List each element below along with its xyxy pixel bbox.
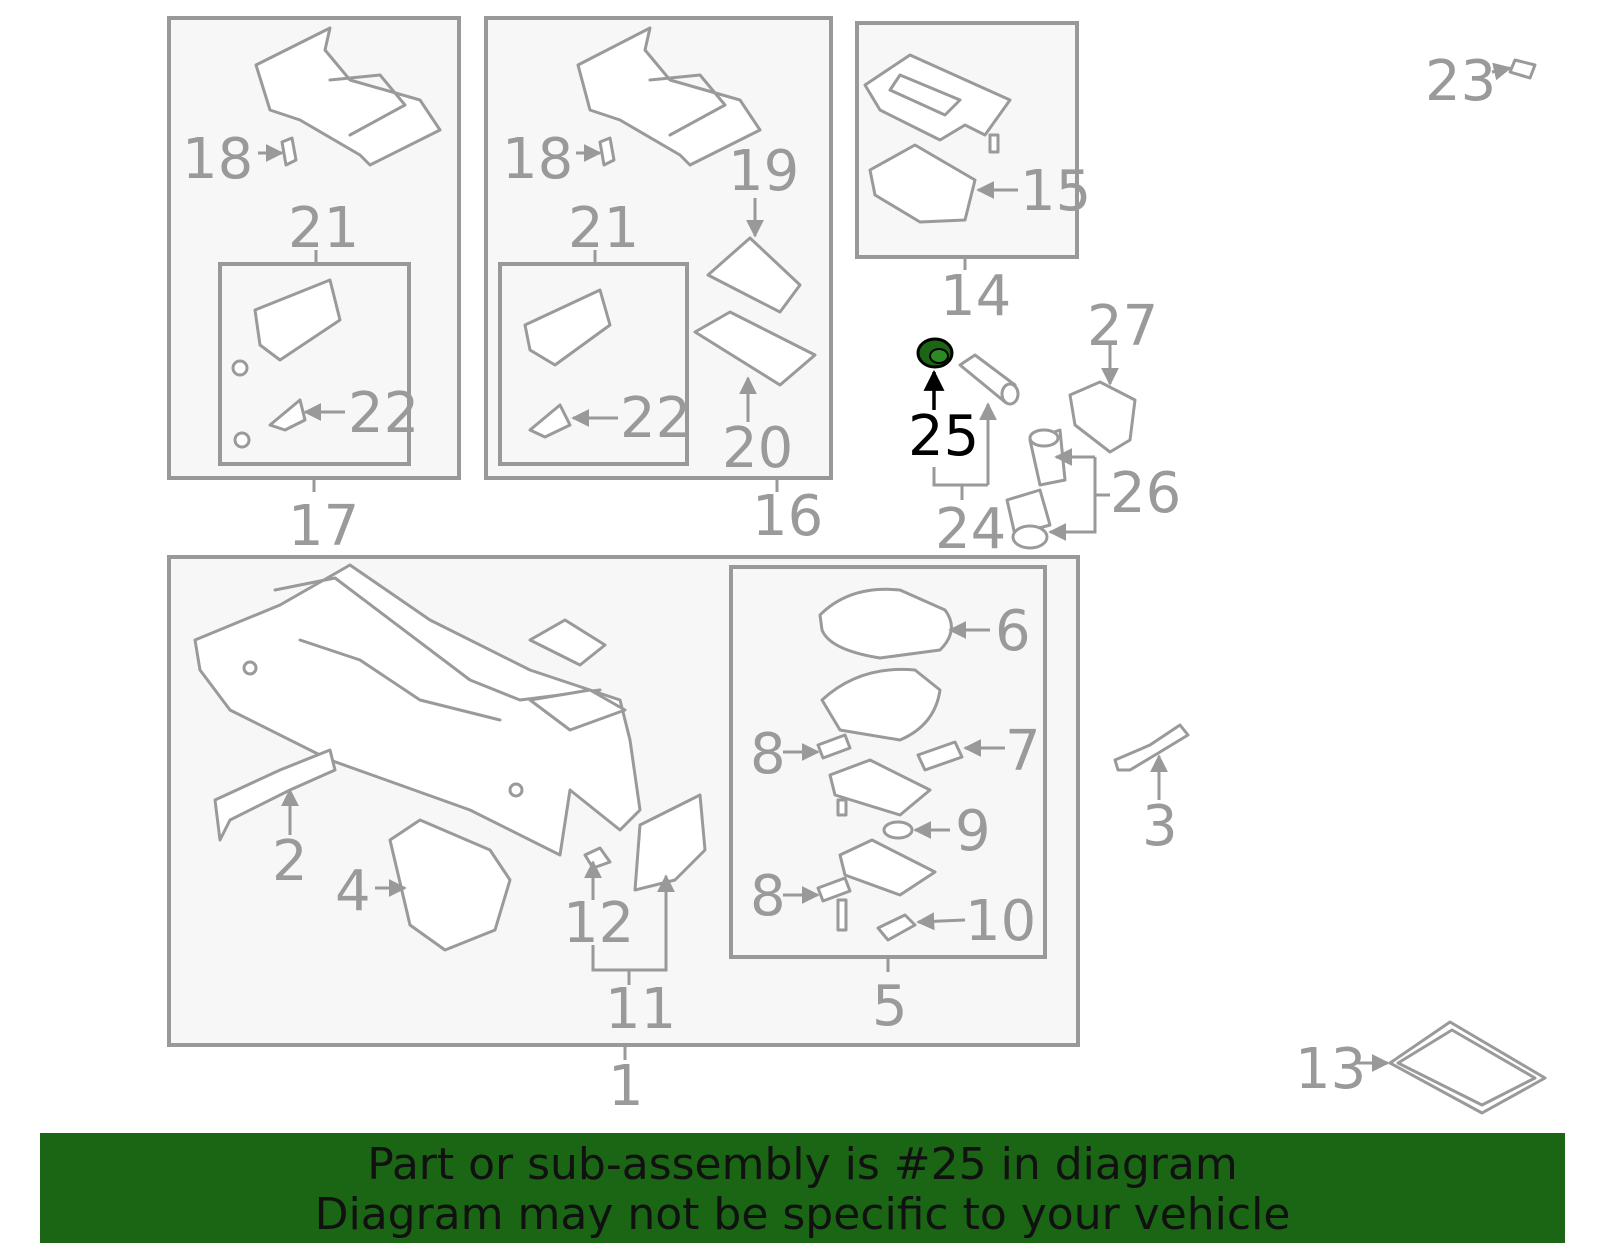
- part-25-highlighted[interactable]: [916, 337, 954, 410]
- notice-line-2: Diagram may not be specific to your vehi…: [314, 1189, 1291, 1240]
- callout-2: 2: [272, 829, 308, 894]
- callout-15: 15: [1020, 159, 1091, 224]
- callout-22b: 22: [620, 386, 691, 451]
- assembly-box-5: [729, 565, 1047, 972]
- callout-11: 11: [605, 977, 676, 1042]
- callout-26: 26: [1110, 461, 1181, 526]
- callout-5: 5: [872, 974, 908, 1039]
- callout-4: 4: [335, 859, 371, 924]
- callout-7: 7: [1005, 719, 1041, 784]
- callout-12: 12: [563, 891, 634, 956]
- part-23: [1491, 58, 1537, 81]
- assembly-box-14: [855, 21, 1079, 270]
- callout-10: 10: [965, 889, 1036, 954]
- callout-17: 17: [288, 494, 359, 559]
- callout-6: 6: [995, 599, 1031, 664]
- callout-19: 19: [728, 139, 799, 204]
- callout-labels: 1 2 3 4 5 6 7 8 8 9 10 11 12 13 14 15 16…: [182, 49, 1496, 1119]
- callout-9: 9: [955, 799, 991, 864]
- callout-25: 25: [908, 404, 979, 469]
- notice-banner: Part or sub-assembly is #25 in diagram D…: [40, 1133, 1565, 1243]
- callout-22a: 22: [348, 381, 419, 446]
- callout-23: 23: [1425, 49, 1496, 114]
- callout-21a: 21: [288, 196, 359, 261]
- callout-3: 3: [1142, 794, 1178, 859]
- callout-18a: 18: [182, 127, 253, 192]
- part-3: [1113, 723, 1190, 800]
- callout-21b: 21: [568, 196, 639, 261]
- callout-8b: 8: [750, 864, 786, 929]
- assembly-box-16: [484, 16, 833, 492]
- callout-16: 16: [752, 484, 823, 549]
- callout-14: 14: [940, 264, 1011, 329]
- parts-24-26-27: [932, 345, 1137, 550]
- callout-18b: 18: [502, 127, 573, 192]
- part-13-mat: [1358, 1020, 1547, 1115]
- assembly-box-17: [167, 16, 461, 492]
- callout-24: 24: [935, 497, 1006, 562]
- callout-27: 27: [1087, 294, 1158, 359]
- callout-20: 20: [722, 416, 793, 481]
- callout-8a: 8: [750, 722, 786, 787]
- notice-line-1: Part or sub-assembly is #25 in diagram: [367, 1139, 1238, 1190]
- callout-13: 13: [1295, 1037, 1366, 1102]
- callout-1: 1: [608, 1054, 644, 1119]
